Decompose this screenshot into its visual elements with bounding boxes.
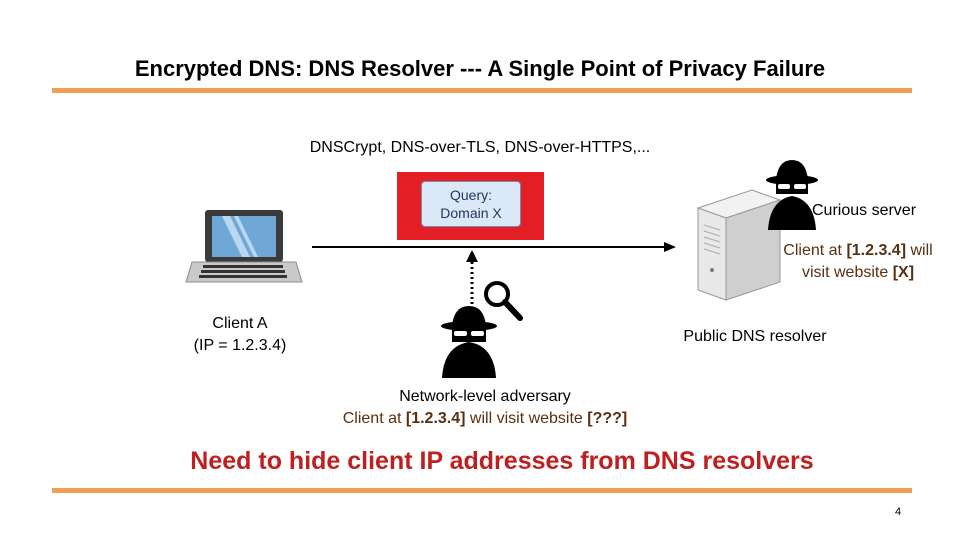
curious-text-2: will xyxy=(906,242,933,259)
adversary-label: Network-level adversary Client at [1.2.3… xyxy=(300,386,670,430)
query-line-1: Query: xyxy=(449,187,492,203)
page-number: 4 xyxy=(895,506,902,518)
query-box: Query: Domain X xyxy=(421,181,521,227)
resolver-label: Public DNS resolver xyxy=(683,328,827,345)
curious-site: [X] xyxy=(892,264,915,281)
adversary-ip: [1.2.3.4] xyxy=(405,410,466,427)
client-ip: (IP = 1.2.3.4) xyxy=(193,337,287,354)
adversary-inference: Client at [1.2.3.4] will visit website [… xyxy=(300,408,670,430)
curious-text-3: visit website xyxy=(801,264,893,281)
magnifier-icon xyxy=(484,281,523,321)
query-line-2: Domain X xyxy=(440,205,502,221)
curious-text-1: Client at xyxy=(783,242,847,259)
bottom-divider xyxy=(52,488,912,493)
laptop-icon xyxy=(185,210,303,283)
spy-icon-adversary xyxy=(441,306,497,378)
adversary-text-1: Client at xyxy=(342,410,406,427)
adversary-title: Network-level adversary xyxy=(399,388,571,405)
spy-icon-server xyxy=(766,160,818,230)
client-name: Client A xyxy=(212,315,268,332)
adversary-text-2: will visit website xyxy=(465,410,588,427)
curious-server-inference: Client at [1.2.3.4] will visit website [… xyxy=(768,240,948,284)
headline: Need to hide client IP addresses from DN… xyxy=(190,447,814,475)
slide-title: Encrypted DNS: DNS Resolver --- A Single… xyxy=(134,56,826,81)
server-icon xyxy=(696,189,782,301)
client-label: Client A (IP = 1.2.3.4) xyxy=(160,313,320,357)
curious-server-label: Curious server xyxy=(812,202,917,219)
arrow-icon xyxy=(312,242,676,252)
protocols-label: DNSCrypt, DNS-over-TLS, DNS-over-HTTPS,.… xyxy=(309,139,651,156)
curious-ip: [1.2.3.4] xyxy=(846,242,907,259)
adversary-site: [???] xyxy=(587,410,628,427)
title-divider xyxy=(52,88,912,93)
